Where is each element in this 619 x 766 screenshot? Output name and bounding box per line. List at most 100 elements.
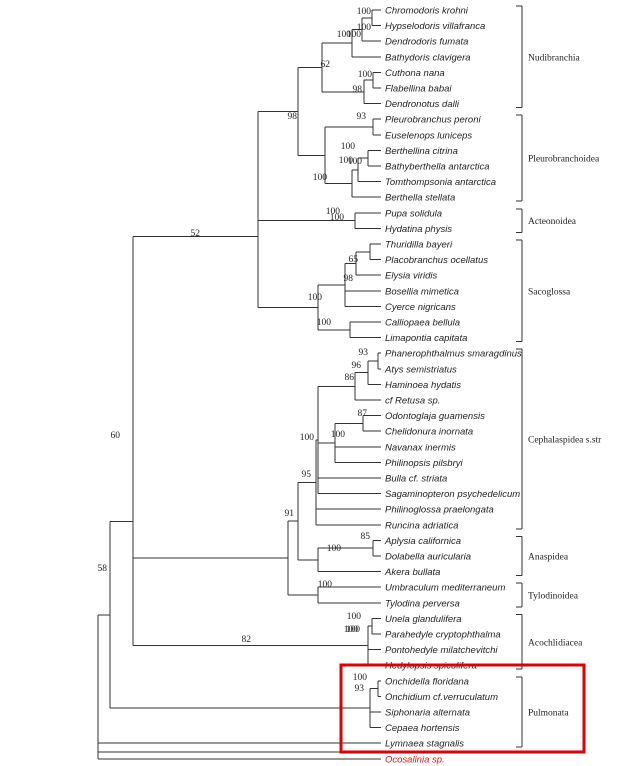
support-value: 86 (345, 373, 355, 383)
taxon-label: Lymnaea stagnalis (385, 739, 464, 750)
group-label: Acochlidiacea (528, 638, 583, 648)
support-value: 100 (348, 157, 363, 167)
support-value: 98 (353, 85, 363, 95)
support-value: 100 (339, 156, 354, 166)
support-value: 85 (361, 532, 371, 542)
taxon-label: Ocosalinia sp. (385, 754, 445, 765)
support-value: 58 (98, 564, 108, 574)
group-brackets: NudibranchiaPleurobranchoideaActeonoidea… (516, 5, 602, 748)
taxon-label: Pleurobranchus peroni (385, 115, 481, 126)
group-label: Tylodinoidea (528, 592, 579, 602)
support-value: 100 (331, 430, 346, 440)
support-value: 100 (347, 30, 362, 40)
taxon-label: Flabellina babai (385, 84, 452, 95)
taxon-label: Calliopaea bellula (385, 318, 460, 329)
group-label: Pleurobranchoidea (528, 155, 600, 165)
support-value: 65 (349, 255, 359, 265)
support-value: 95 (302, 470, 312, 480)
support-value: 100 (337, 30, 352, 40)
taxon-label: Siphonaria alternata (385, 708, 470, 719)
taxon-label: Chromodoris krohni (385, 6, 469, 17)
support-value: 100 (344, 625, 359, 635)
taxon-label: Berthellina citrina (385, 146, 458, 157)
support-value: 100 (357, 7, 372, 17)
taxon-label: Dendrodoris fumata (385, 37, 468, 48)
support-value: 100 (313, 173, 328, 183)
support-value: 100 (357, 23, 372, 33)
taxon-label: cf Retusa sp. (385, 396, 440, 407)
support-value: 52 (191, 229, 201, 239)
support-value: 100 (326, 207, 341, 217)
support-value: 100 (347, 612, 362, 622)
support-value: 98 (288, 112, 298, 122)
pulmonata-highlight-box (339, 663, 586, 754)
support-value: 100 (330, 213, 345, 223)
support-value: 100 (318, 580, 333, 590)
support-value: 100 (327, 544, 342, 554)
taxon-label: Bulla cf. striata (385, 474, 447, 485)
support-value: 100 (300, 433, 315, 443)
taxon-label: Chelidonura inornata (385, 427, 473, 438)
taxon-label: Pupa solidula (385, 208, 442, 219)
taxon-label: Pontohedyle milatchevitchi (385, 645, 498, 656)
support-value: 100 (353, 673, 368, 683)
taxon-label: Bosellia mimetica (385, 286, 459, 297)
taxon-label: Berthella stellata (385, 193, 455, 204)
taxon-label: Cuthona nana (385, 68, 445, 79)
taxon-label: Onchidella floridana (385, 676, 469, 687)
taxon-label: Onchidium cf.verruculatum (385, 692, 498, 703)
support-value: 100 (358, 70, 373, 80)
support-value: 93 (357, 112, 367, 122)
support-value: 96 (352, 361, 362, 371)
support-value: 98 (344, 274, 354, 284)
support-value: 100 (346, 625, 361, 635)
taxon-label: Hydatina physis (385, 224, 452, 235)
support-values: 1001001001001009862931001001001009810010… (98, 7, 373, 694)
taxon-label: Haminoea hydatis (385, 380, 461, 391)
group-label: Acteonoidea (528, 217, 577, 227)
taxon-label: Philinopsis pilsbryi (385, 458, 464, 469)
group-label: Pulmonata (528, 709, 569, 719)
support-value: 87 (358, 409, 368, 419)
taxon-label: Tylodina perversa (385, 598, 460, 609)
taxon-label: Bathydoris clavigera (385, 52, 471, 63)
taxon-label: Dolabella auricularia (385, 552, 471, 563)
taxon-label: Cyerce nigricans (385, 302, 456, 313)
taxon-label: Elysia viridis (385, 271, 438, 282)
taxon-label: Phanerophthalmus smaragdinus (385, 349, 522, 360)
support-value: 100 (308, 293, 323, 303)
taxon-label: Euselenops luniceps (385, 130, 472, 141)
taxon-label: Unela glandulifera (385, 614, 462, 625)
taxon-label: Umbraculum mediterraneum (385, 583, 505, 594)
taxon-label: Bathyberthella antarctica (385, 162, 490, 173)
support-value: 100 (317, 318, 332, 328)
group-label: Anaspidea (528, 553, 569, 563)
group-label: Nudibranchia (528, 53, 580, 63)
taxon-label: Odontoglaja guamensis (385, 411, 485, 422)
taxon-label: Thuridilla bayeri (385, 240, 453, 251)
support-value: 60 (111, 431, 121, 441)
taxon-label: Dendronotus dalli (385, 99, 460, 110)
taxon-label: Akera bullata (384, 567, 440, 578)
taxon-label: Hypselodoris villafranca (385, 21, 485, 32)
support-value: 62 (321, 60, 331, 70)
support-value: 93 (359, 348, 369, 358)
taxon-label: Parahedyle cryptophthalma (385, 630, 501, 641)
taxon-label: Atys semistriatus (384, 364, 457, 375)
group-label: Cephalaspidea s.str (528, 436, 602, 446)
support-value: 93 (355, 684, 365, 694)
taxon-label: Limapontia capitata (385, 333, 467, 344)
taxon-label: Navanax inermis (385, 442, 456, 453)
taxon-label: Cepaea hortensis (385, 723, 460, 734)
support-value: 91 (285, 509, 295, 519)
taxon-label: Philinoglossa praelongata (385, 505, 494, 516)
support-value: 82 (242, 635, 252, 645)
support-value: 100 (341, 142, 356, 152)
taxon-label: Placobranchus ocellatus (385, 255, 488, 266)
taxon-label: Tomthompsonia antarctica (385, 177, 496, 188)
tree-branches (97, 9, 381, 760)
group-label: Sacoglossa (528, 287, 571, 297)
taxon-label: Sagaminopteron psychedelicum (385, 489, 520, 500)
taxon-label: Runcina adriatica (385, 520, 458, 531)
